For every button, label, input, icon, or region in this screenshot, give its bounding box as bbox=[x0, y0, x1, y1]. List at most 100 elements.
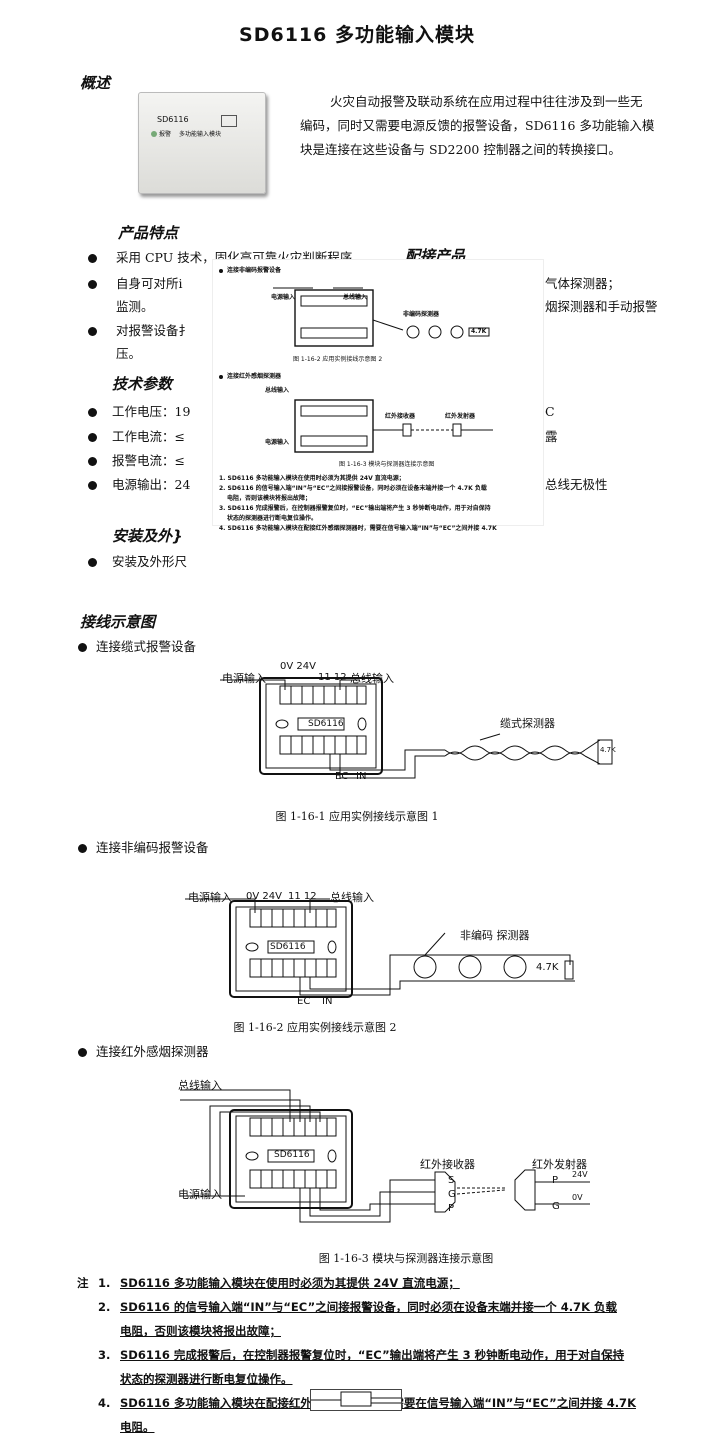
d2-label-1112: 11 12 bbox=[288, 891, 317, 902]
overlay-sec2-label-b: 电源输入 bbox=[265, 439, 290, 446]
terminal-block-top bbox=[279, 685, 367, 705]
spec-item-1: 工作电压：19 bbox=[112, 404, 191, 419]
d2-label-0v24v: 0V 24V bbox=[246, 891, 282, 902]
d2-label-ec: EC bbox=[297, 996, 311, 1007]
note-3-num: 3. bbox=[98, 1348, 111, 1362]
d1-label-bus: 总线输入 bbox=[350, 672, 394, 685]
d3-bullet: 连接红外感烟探测器 bbox=[96, 1044, 209, 1059]
d3-tx-p: P bbox=[552, 1175, 559, 1186]
overlay-note-1: 1. SD6116 多功能输入模块在使用时必须为其提供 24V 直流电源； bbox=[219, 475, 405, 482]
note-3: SD6116 完成报警后，在控制器报警复位时，“EC”输出端将产生 3 秒钟断电… bbox=[120, 1348, 625, 1362]
d2-label-bus: 总线输入 bbox=[330, 891, 374, 904]
d1-label-in: IN bbox=[356, 771, 367, 782]
feature-item-2-right: 气体探测器； bbox=[545, 276, 621, 291]
pasted-fragment-image bbox=[310, 1389, 402, 1411]
bullet-icon bbox=[88, 558, 97, 567]
diagram-2 bbox=[185, 898, 575, 998]
d2-label-power: 电源输入 bbox=[188, 891, 232, 904]
d2-label-detector: 非编码 探测器 bbox=[460, 929, 530, 942]
d1-label-0v24v: 0V 24V bbox=[280, 661, 316, 672]
bullet-icon bbox=[78, 643, 87, 652]
d3-tx-0v: 0V bbox=[572, 1193, 583, 1202]
d3-rx-p: P bbox=[448, 1203, 455, 1214]
d1-res: 4.7K bbox=[600, 746, 616, 754]
d1-label-detector: 缆式探测器 bbox=[500, 717, 555, 730]
spec-item-2-right: 露 bbox=[545, 429, 558, 444]
wiring-heading: 接线示意图 bbox=[80, 613, 156, 631]
d1-bullet: 连接缆式报警设备 bbox=[96, 639, 197, 654]
feature-item-3-cont: 压。 bbox=[116, 346, 142, 361]
bullet-icon bbox=[88, 433, 97, 442]
bullet-icon bbox=[88, 254, 97, 263]
note-1: SD6116 多功能输入模块在使用时必须为其提供 24V 直流电源； bbox=[120, 1276, 460, 1290]
device-model-label: SD6116 bbox=[157, 115, 189, 124]
bullet-icon bbox=[78, 1048, 87, 1057]
overlay-sec2-caption: 图 1-16-3 模块与探测器连接示意图 bbox=[339, 461, 435, 468]
overlay-sec1-res: 4.7K bbox=[471, 328, 487, 335]
fragment-diagram bbox=[311, 1391, 401, 1407]
bullet-icon bbox=[88, 457, 97, 466]
bullet-icon bbox=[78, 844, 87, 853]
overlay-note-2b: 电阻，否则该模块将报出故障； bbox=[227, 495, 312, 502]
d3-tx-g: G bbox=[552, 1201, 560, 1212]
led-icon bbox=[151, 131, 157, 137]
terminal-block-top bbox=[249, 1117, 337, 1137]
d2-caption: 图 1-16-2 应用实例接线示意图 2 bbox=[233, 1021, 397, 1034]
overlay-diagram bbox=[219, 269, 493, 453]
overlay-sec2-label-c: 红外接收器 bbox=[385, 413, 416, 420]
overlay-note-4: 4. SD6116 多功能输入模块在配接红外感烟探测器时，需要在信号输入端“IN… bbox=[219, 525, 497, 532]
install-heading: 安装及外} bbox=[112, 527, 183, 545]
install-item-1: 安装及外形尺 bbox=[112, 554, 188, 569]
spec-item-4: 电源输出：24 bbox=[112, 477, 191, 492]
d2-label-in: IN bbox=[322, 996, 333, 1007]
spec-item-2: 工作电流：≤ bbox=[112, 429, 185, 444]
overview-heading: 概述 bbox=[80, 74, 111, 92]
d3-label-power: 电源输入 bbox=[178, 1188, 222, 1201]
bullet-icon bbox=[88, 481, 97, 490]
spec-item-1-right: C bbox=[545, 404, 555, 419]
overview-para-line1: 火灾自动报警及联动系统在应用过程中往往涉及到一些无 bbox=[330, 94, 643, 109]
device-led-label: 报警 bbox=[159, 131, 172, 138]
terminal-block-bottom bbox=[249, 958, 337, 978]
terminal-block-top bbox=[249, 908, 337, 928]
feature-item-3: 对报警设备扌 bbox=[116, 323, 192, 338]
terminal-block-bottom bbox=[279, 735, 367, 755]
bullet-icon bbox=[88, 408, 97, 417]
d3-rx-s: S bbox=[448, 1175, 455, 1186]
overlay-sec1-label-a: 电源输入 bbox=[271, 294, 296, 301]
overlay-sec2: 连接红外感烟探测器 bbox=[227, 373, 282, 380]
d1-label-ec: EC bbox=[335, 771, 349, 782]
d2-module: SD6116 bbox=[270, 942, 306, 952]
specs-heading: 技术参数 bbox=[112, 375, 173, 393]
d3-tx-24v: 24V bbox=[572, 1170, 588, 1179]
overlay-sec2-label-d: 红外发射器 bbox=[445, 413, 476, 420]
notes-prefix: 注 bbox=[77, 1276, 89, 1290]
d2-res: 4.7K bbox=[536, 962, 559, 973]
d1-caption: 图 1-16-1 应用实例接线示意图 1 bbox=[275, 810, 439, 823]
diagram-1 bbox=[220, 677, 613, 779]
page-title: SD6116 多功能输入模块 bbox=[239, 24, 475, 46]
note-4-cont: 电阻。 bbox=[120, 1420, 155, 1434]
note-2-cont: 电阻，否则该模块将报出故障； bbox=[120, 1324, 281, 1338]
note-1-num: 1. bbox=[98, 1276, 111, 1290]
feature-item-2-cont: 监测。 bbox=[116, 299, 154, 314]
note-2: SD6116 的信号输入端“IN”与“EC”之间接报警设备，同时必须在设备末端并… bbox=[120, 1300, 617, 1314]
overlay-sec1-label-c: 非编码探测器 bbox=[403, 311, 440, 318]
overlay-note-3b: 状态的探测器进行断电复位操作。 bbox=[227, 515, 318, 522]
d3-caption: 图 1-16-3 模块与探测器连接示意图 bbox=[318, 1252, 494, 1265]
overlay-sec1: 连接非编码报警设备 bbox=[227, 267, 282, 274]
spec-item-4-right: 总线无极性 bbox=[545, 477, 608, 492]
d1-label-1112: 11 12 bbox=[318, 672, 347, 683]
overlay-sec2-label-a: 总线输入 bbox=[265, 387, 290, 394]
d3-label-rx: 红外接收器 bbox=[420, 1158, 475, 1171]
device-text-label: 多功能输入模块 bbox=[179, 131, 222, 138]
overlay-note-3: 3. SD6116 完成报警后，在控制器报警复位时，“EC”输出端将产生 3 秒… bbox=[219, 505, 491, 512]
diagram-3 bbox=[180, 1089, 590, 1223]
note-3-cont: 状态的探测器进行断电复位操作。 bbox=[120, 1372, 293, 1386]
overlay-thumbnail: 连接非编码报警设备 电源输入 总线输入 非编码探测器 4.7K 图 1-16-2… bbox=[212, 259, 544, 532]
spec-item-3: 报警电流：≤ bbox=[112, 453, 185, 468]
feature-item-2: 自身可对所i bbox=[116, 276, 183, 291]
terminal-block-bottom bbox=[249, 1169, 337, 1189]
bullet-icon bbox=[88, 280, 97, 289]
overlay-note-2: 2. SD6116 的信号输入端“IN”与“EC”之间接报警设备，同时必须在设备… bbox=[219, 485, 487, 492]
